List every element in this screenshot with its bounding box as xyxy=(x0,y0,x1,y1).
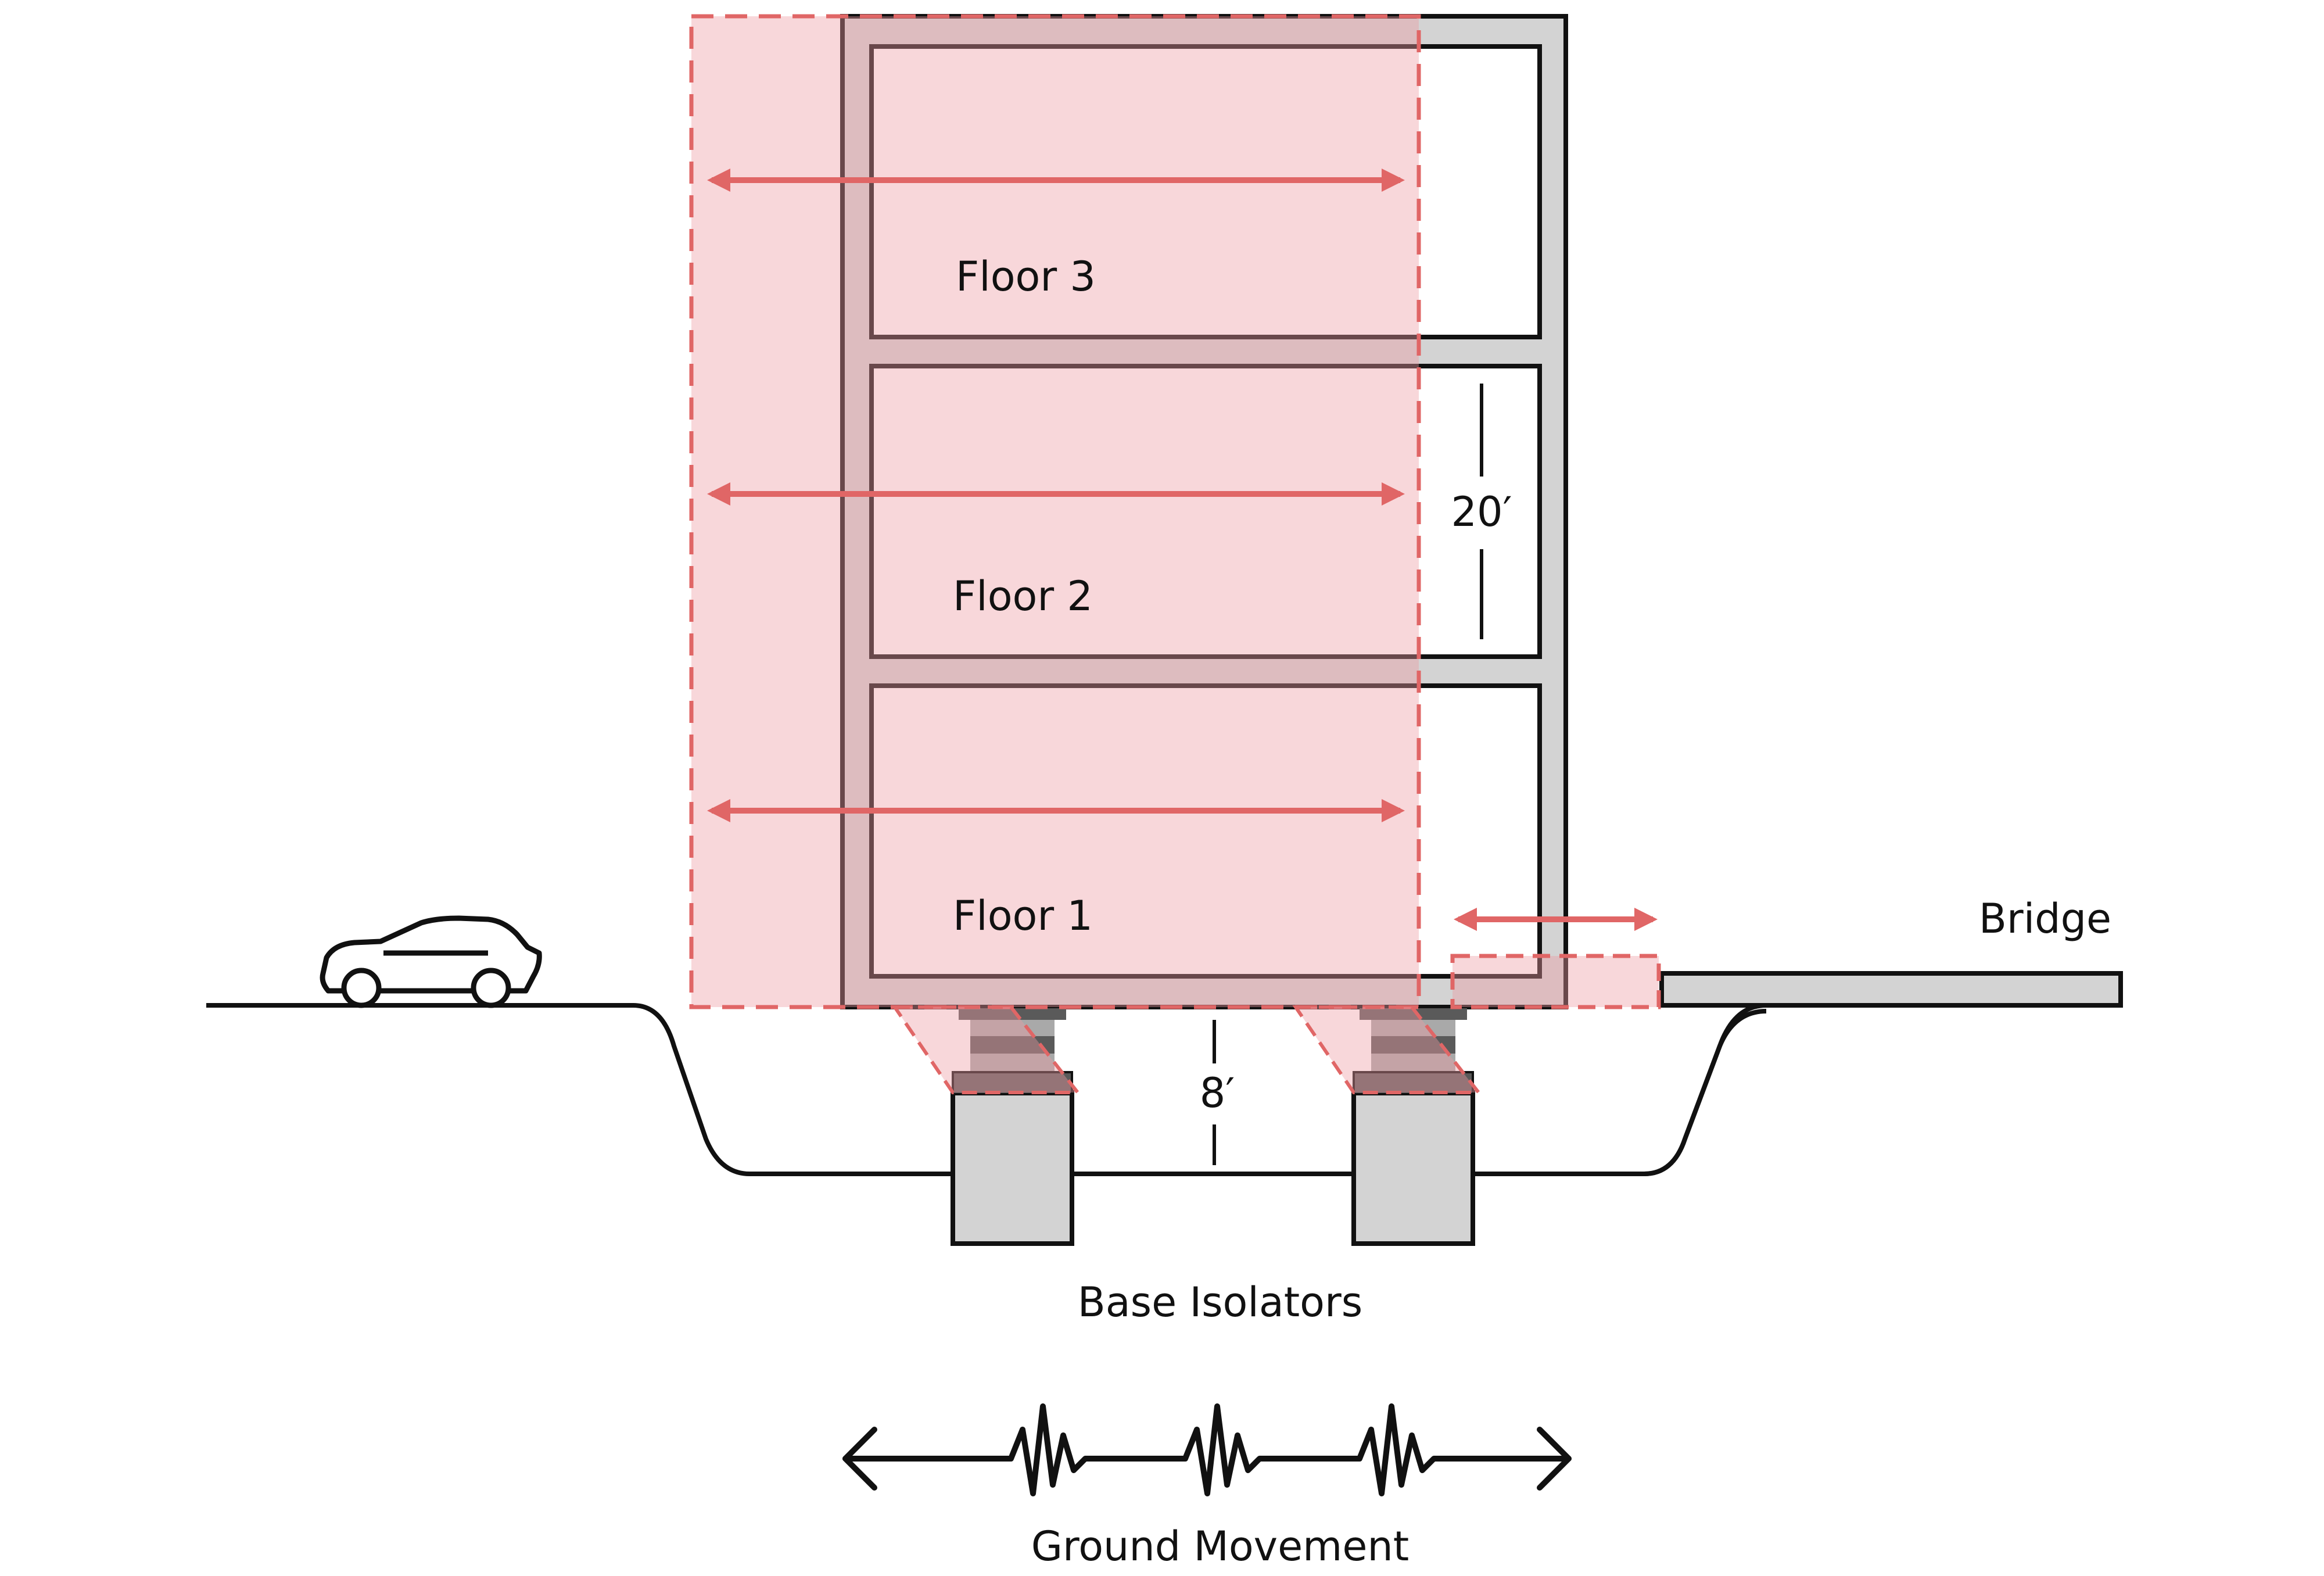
floor-1-label: Floor 1 xyxy=(953,892,1093,940)
floor-3-label: Floor 3 xyxy=(956,253,1096,300)
room-floor-2 xyxy=(869,364,1542,659)
car-icon xyxy=(320,915,542,1008)
bridge-deck xyxy=(1659,971,2123,1008)
room-floor-1 xyxy=(869,683,1542,979)
isolator-left xyxy=(951,1008,1074,1246)
displaced-isolator-left xyxy=(891,1005,1082,1094)
displaced-bridge-joint xyxy=(1450,954,1661,1009)
bridge-label: Bridge xyxy=(1979,895,2111,943)
isolator-right xyxy=(1351,1008,1475,1246)
seismic-wave-icon xyxy=(842,1403,1572,1496)
room-floor-3 xyxy=(869,44,1542,339)
ground-line-right xyxy=(1644,1009,1767,1176)
base-isolators-label: Base Isolators xyxy=(1078,1278,1363,1326)
isolator-height-label: 8′ xyxy=(1200,1069,1235,1117)
floor-2-label: Floor 2 xyxy=(953,572,1093,620)
ground-movement-label: Ground Movement xyxy=(1031,1523,1410,1570)
floor-height-label: 20′ xyxy=(1451,488,1512,536)
displaced-isolator-right xyxy=(1292,1005,1483,1094)
displaced-building-overlay xyxy=(689,14,1421,1009)
